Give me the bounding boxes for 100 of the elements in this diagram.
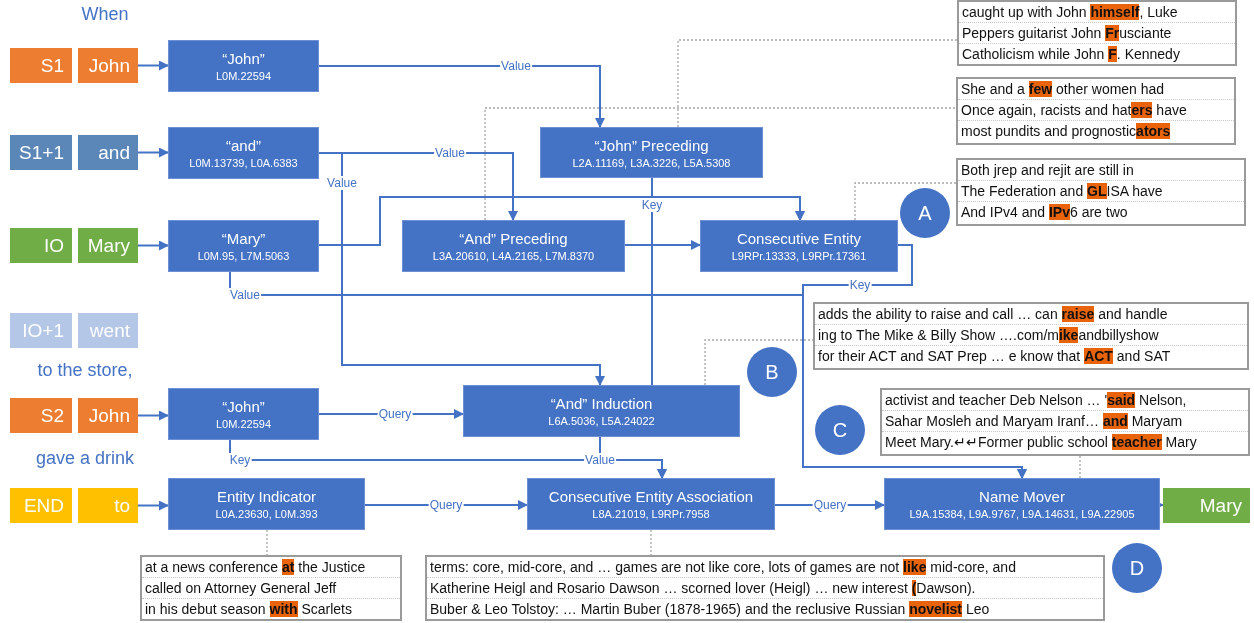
arrow <box>137 60 169 71</box>
sentence-fragment: to the store, <box>37 360 133 381</box>
component-title: Consecutive Entity Association <box>548 488 754 505</box>
letter-circle: B <box>747 347 797 397</box>
example-text: Peppers guitarist John Frusciante <box>959 23 1235 44</box>
edge-label: Query <box>812 498 848 512</box>
token-box: S1 <box>10 48 72 83</box>
example-text: Both jrep and rejit are still in <box>958 160 1244 181</box>
arrow <box>624 240 701 250</box>
component-box <box>884 478 1160 530</box>
component-title: “John” Preceding <box>594 136 709 154</box>
token-box: Mary <box>78 228 138 263</box>
letter-circle: D <box>1112 543 1162 593</box>
sentence-fragment: When <box>81 4 129 25</box>
component-title: “And” Induction <box>550 395 653 412</box>
example-panel <box>880 388 1250 456</box>
example-text: Katherine Heigl and Rosario Dawson … scorned lover (Heigl) … new interest (Dawson). <box>427 578 1103 599</box>
arrow <box>318 65 605 128</box>
arrow <box>137 500 169 511</box>
component-box <box>463 385 740 437</box>
example-text: Sahar Mosleh and Maryam Iranf… and Maryam <box>882 411 1248 432</box>
example-text: terms: core, mid-core, and … games are not like core, lots of games are not like mid-core, and <box>427 557 1103 578</box>
example-text: Meet Mary.↵↵Former public school teacher Mary <box>884 433 1198 452</box>
arrow <box>137 240 169 251</box>
head-list: L8A.21019, L9RPr.7958 <box>592 508 710 520</box>
edge-label: Value <box>584 453 616 467</box>
example-text: She and a few other women had <box>958 79 1234 100</box>
token-box: S1+1 <box>10 135 72 170</box>
component-title: Consecutive Entity <box>736 230 862 247</box>
example-text: ing to The Mike & Billy Show ….com/mikeandbillyshow <box>815 325 1247 346</box>
component-box <box>402 220 625 272</box>
example-panel <box>140 555 402 621</box>
component-title: Name Mover <box>979 488 1065 505</box>
component-title: “John” <box>222 398 265 415</box>
example-text: activist and teacher Deb Nelson … 'said Nelson, <box>882 390 1248 411</box>
token-box: John <box>78 48 138 83</box>
edge-label: Key <box>228 453 252 467</box>
head-list: L0M.13739, L0A.6383 <box>189 157 298 169</box>
example-text: The Federation and GLISA have <box>958 181 1244 202</box>
token-box: IO <box>10 228 72 263</box>
example-panel <box>956 158 1246 226</box>
component-box <box>700 220 898 272</box>
example-panel <box>957 0 1237 66</box>
component-box <box>168 388 319 440</box>
edge-label: Key <box>640 198 664 212</box>
leader-line <box>854 182 957 221</box>
arrow <box>802 244 1027 479</box>
token-box: went <box>78 313 138 348</box>
head-list: L3A.20610, L4A.2165, L7M.8370 <box>432 250 595 262</box>
token-box: IO+1 <box>10 313 72 348</box>
leader-line <box>677 39 958 128</box>
letter-circle: C <box>815 405 865 455</box>
edge-label: Value <box>326 176 358 190</box>
token-box: John <box>78 398 138 433</box>
token-box: END <box>10 488 72 523</box>
component-box <box>168 127 319 179</box>
example-panel <box>425 555 1105 621</box>
component-box <box>540 127 763 178</box>
example-text: adds the ability to raise and call … can raise and handle <box>815 304 1247 325</box>
edge-label: Query <box>377 407 413 421</box>
head-list: L0A.23630, L0M.393 <box>215 508 318 520</box>
component-title: “and” <box>226 137 261 154</box>
leader-line <box>704 339 814 386</box>
head-list: L0M.22594 <box>215 418 271 430</box>
component-box <box>168 220 319 272</box>
component-box <box>168 478 365 530</box>
example-text: Buber & Leo Tolstoy: … Martin Buber (1878-1965) and the reclusive Russian novelist Leo <box>429 600 991 619</box>
arrow <box>137 410 169 421</box>
token-box: to <box>78 488 138 523</box>
head-list: L2A.11169, L3A.3226, L5A.5308 <box>572 156 731 169</box>
edge-label: Key <box>848 278 872 292</box>
example-text: for their ACT and SAT Prep … e know that ACT and SAT <box>817 347 1172 366</box>
edge-label: Value <box>434 146 466 160</box>
token-box: S2 <box>10 398 72 433</box>
head-list: L0M.22594 <box>215 70 271 82</box>
component-title: “And” Preceding <box>459 230 568 247</box>
edge-label: Query <box>428 498 464 512</box>
component-title: Entity Indicator <box>216 488 317 505</box>
example-panel <box>813 302 1249 370</box>
token-box: Mary <box>1163 488 1250 523</box>
sentence-fragment: gave a drink <box>35 448 135 469</box>
token-box: and <box>78 135 138 170</box>
component-box <box>168 40 319 92</box>
example-text: called on Attorney General Jeff <box>142 578 400 599</box>
component-title: “John” <box>222 50 265 67</box>
leader-line <box>484 107 957 221</box>
example-text: Once again, racists and haters have <box>958 100 1234 121</box>
example-text: Catholicism while John F. Kennedy <box>961 45 1181 64</box>
letter-circle: A <box>900 188 950 238</box>
leader-line <box>650 529 652 556</box>
component-title: “Mary” <box>221 230 266 247</box>
edge-label: Value <box>500 59 532 73</box>
edge-label: Value <box>229 288 261 302</box>
head-list: L0M.95, L7M.5063 <box>197 250 290 262</box>
leader-line <box>1079 455 1081 479</box>
head-list: L9A.15384, L9A.9767, L9A.14631, L9A.22905 <box>909 508 1135 520</box>
head-list: L6A.5036, L5A.24022 <box>548 415 655 427</box>
example-panel <box>956 77 1236 145</box>
arrow <box>137 147 169 158</box>
leader-line <box>266 529 268 556</box>
